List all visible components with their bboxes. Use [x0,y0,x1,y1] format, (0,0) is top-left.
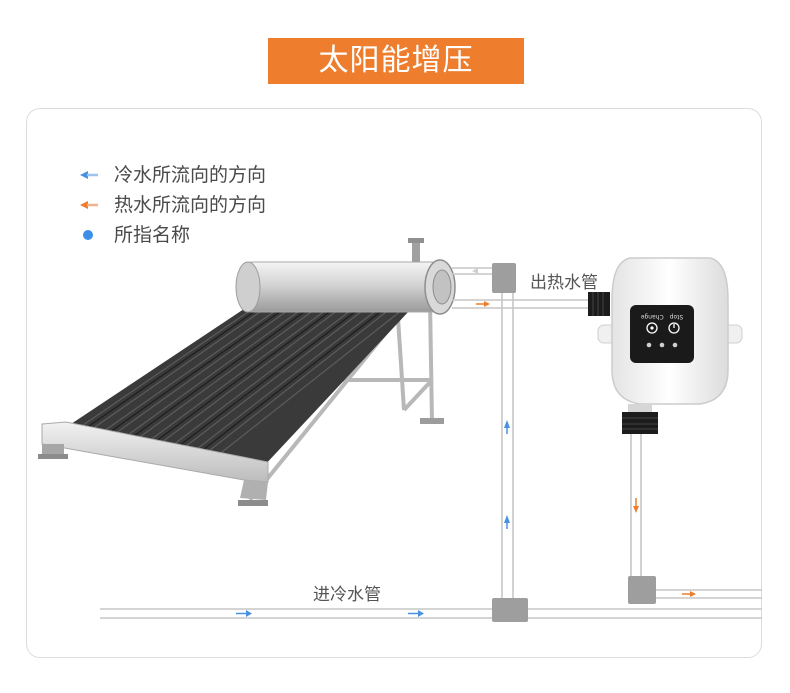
cold-arrow-icon [80,171,98,179]
hot-arrow-icon [690,591,696,597]
diagram-frame [26,108,762,658]
indicator-light [646,342,652,348]
legend-item-name: 所指名称 [78,220,266,250]
svg-text:Stop Change: Stop Change [640,313,683,320]
legend-cold-text: 冷水所流向的方向 [114,164,267,186]
vacuum-tube-panel [62,304,410,468]
solar-water-heater [38,238,456,506]
page-title: 太阳能增压 [268,38,524,84]
flow-arrows [236,268,696,617]
booster-pump: Stop Change [588,257,743,434]
dot-icon [83,230,93,240]
pipe-fittings [492,263,656,622]
cold-arrow-icon [246,610,252,617]
legend-item-hot: 热水所流向的方向 [78,190,266,220]
cold-water-in-pipe-label: 进冷水管 [313,585,381,605]
gear-icon[interactable] [646,322,658,334]
legend-item-cold: 冷水所流向的方向 [78,160,266,190]
hot-arrow-icon [472,268,478,274]
indicator-light [672,342,678,348]
legend-hot-text: 热水所流向的方向 [114,194,267,216]
storage-tank [235,238,456,315]
change-label: Change [640,313,663,320]
hot-arrow-icon [80,201,98,209]
power-icon[interactable] [668,322,680,334]
hot-arrow-icon [633,506,639,513]
legend: 冷水所流向的方向 热水所流向的方向 所指名称 [78,160,266,250]
legend-name-text: 所指名称 [114,224,191,246]
indicator-light [659,342,665,348]
cold-arrow-icon [504,420,510,428]
pump-control-panel: Stop Change [630,305,694,363]
cold-arrow-icon [418,610,424,617]
hot-arrow-icon [484,301,490,307]
stop-label: Stop [669,313,683,320]
hot-water-out-pipe-label: 出热水管 [530,273,598,293]
cold-arrow-icon [504,515,510,523]
pipes [100,267,762,619]
